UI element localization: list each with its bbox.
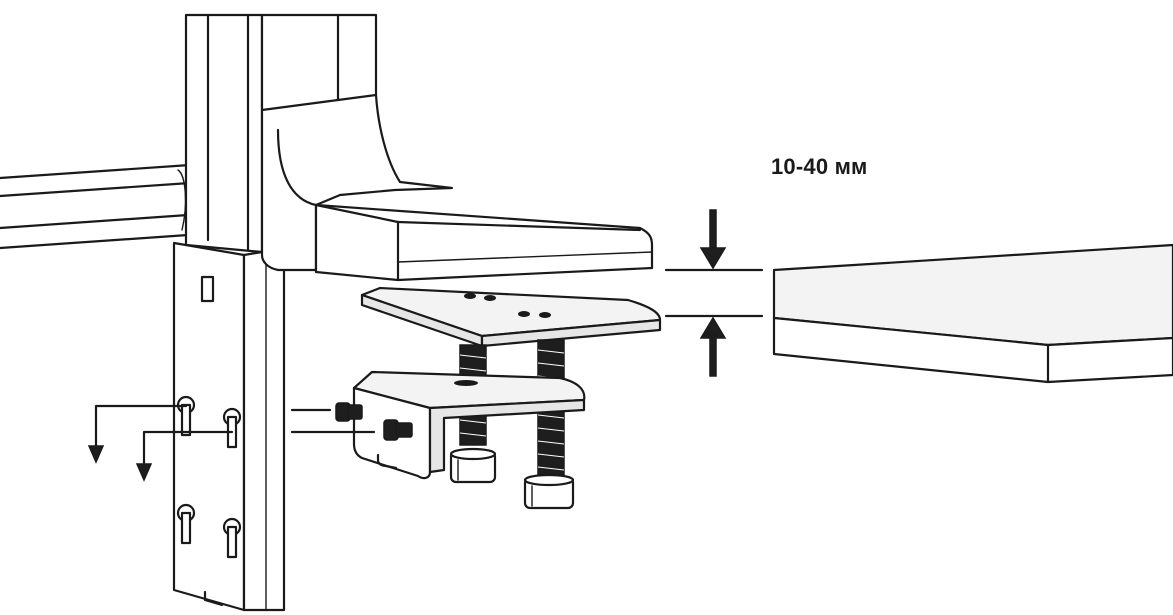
plate-removal-arrows bbox=[87, 404, 234, 482]
thickness-dimension bbox=[664, 209, 764, 377]
desk-top bbox=[772, 243, 1173, 384]
keyhole bbox=[222, 517, 242, 559]
keyhole bbox=[176, 503, 196, 545]
upper-arm-body bbox=[260, 13, 454, 272]
arm-base-block bbox=[314, 203, 654, 282]
arrow-up-icon bbox=[699, 316, 727, 377]
monitor-pole bbox=[184, 13, 264, 254]
back-mounting-plate bbox=[172, 241, 286, 612]
arrow-down-icon bbox=[699, 209, 727, 270]
cable-bundle bbox=[0, 158, 202, 250]
side-screw bbox=[290, 402, 413, 441]
thickness-label: 10-40 мм bbox=[771, 154, 868, 179]
screw-knob bbox=[523, 473, 575, 510]
clamp-top-plate bbox=[360, 286, 662, 348]
screw-knob bbox=[449, 447, 497, 484]
